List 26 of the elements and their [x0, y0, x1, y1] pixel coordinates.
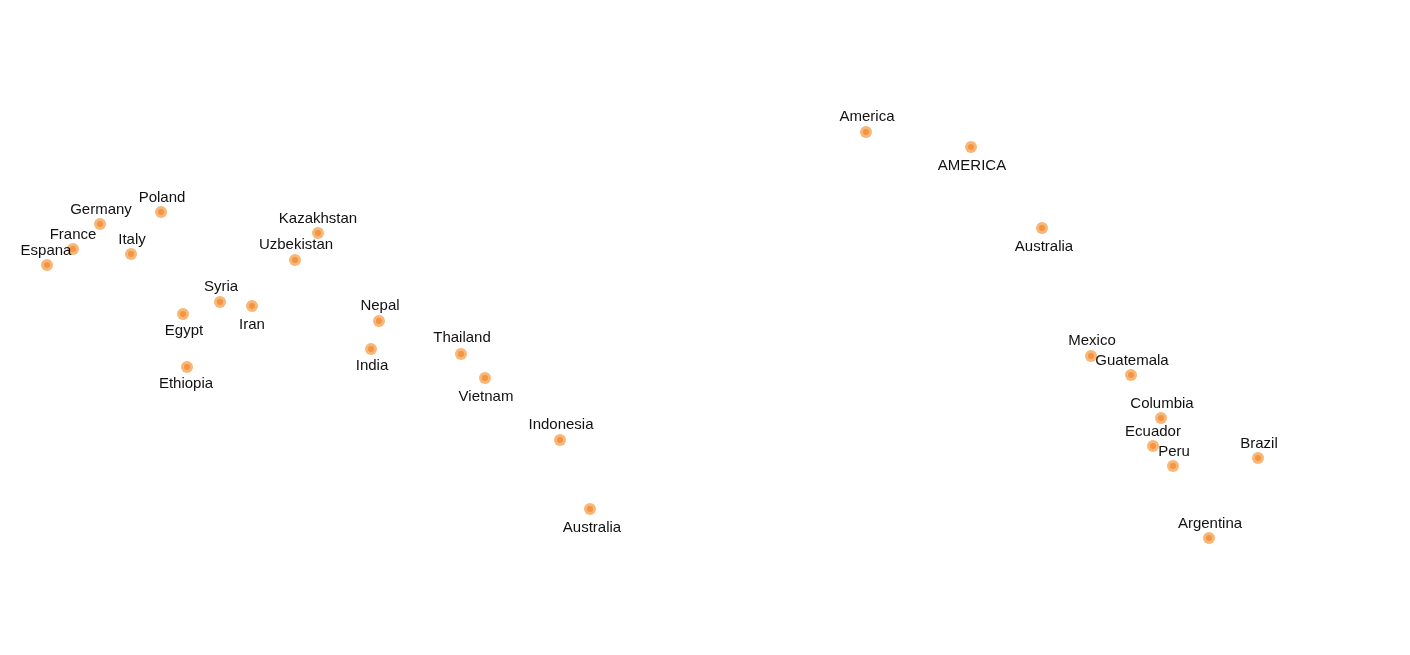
- point-label: Poland: [138, 188, 186, 204]
- point-label: Australia: [562, 518, 622, 534]
- point-label: Nepal: [360, 296, 400, 312]
- point-label: Thailand: [433, 328, 491, 344]
- point-label: Vietnam: [458, 387, 514, 403]
- point-label: America: [839, 107, 895, 123]
- point-label: Guatemala: [1095, 351, 1169, 367]
- point-label: AMERICA: [937, 156, 1007, 172]
- point-label: Syria: [203, 277, 239, 293]
- point-label: Ecuador: [1125, 422, 1181, 438]
- point-label: Egypt: [164, 321, 204, 337]
- point-label: Brazil: [1240, 434, 1278, 450]
- point-label: Indonesia: [528, 415, 594, 431]
- point-label: Mexico: [1068, 331, 1116, 347]
- point-label: Peru: [1158, 442, 1190, 458]
- point-label: Argentina: [1177, 514, 1243, 530]
- point-label: Columbia: [1130, 394, 1194, 410]
- point-label: France: [49, 225, 97, 241]
- point-label: India: [355, 356, 389, 372]
- point-label: Uzbekistan: [258, 235, 334, 251]
- point-label: Ethiopia: [158, 374, 214, 390]
- point-label: Germany: [70, 200, 132, 216]
- point-label: Kazakhstan: [278, 209, 358, 225]
- point-label: Iran: [239, 315, 265, 331]
- point-label: Italy: [118, 230, 146, 246]
- point-label: Australia: [1014, 237, 1074, 253]
